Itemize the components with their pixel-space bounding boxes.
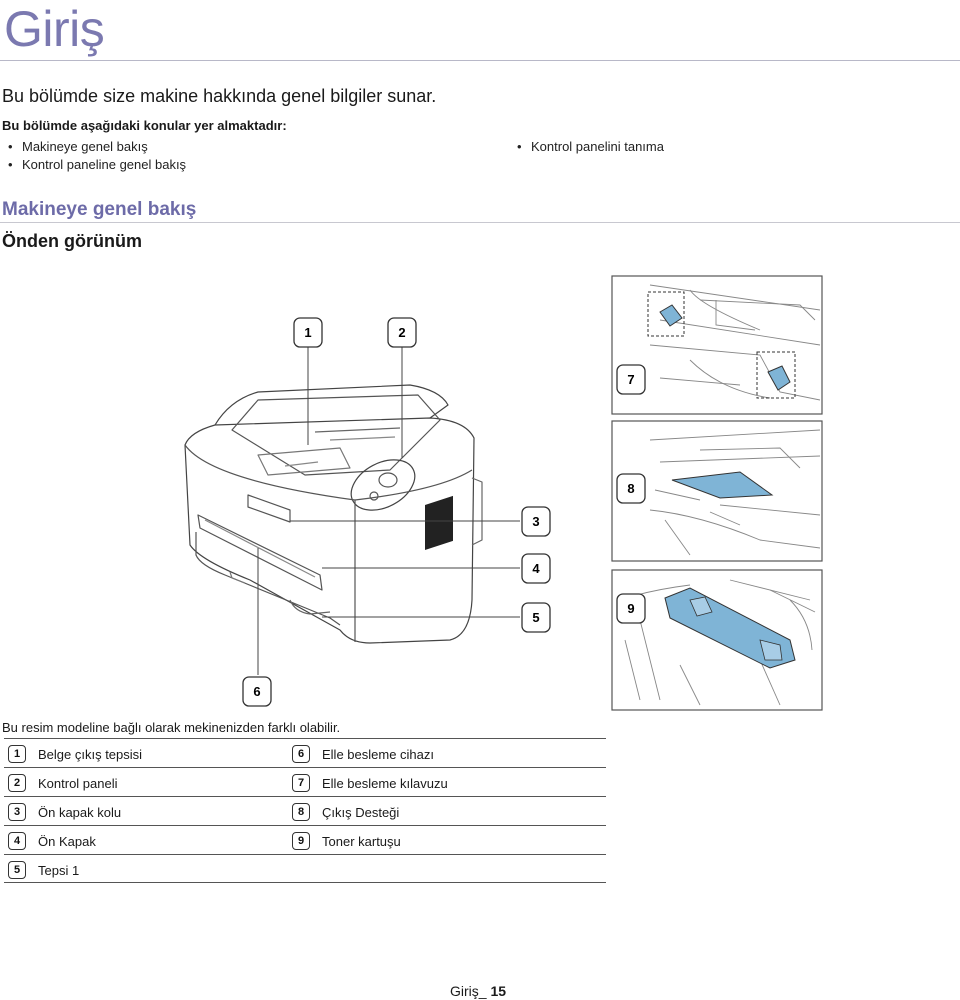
callout-1: 1 (293, 317, 323, 348)
svg-text:9: 9 (627, 601, 634, 616)
tray-1 (195, 532, 341, 626)
svg-text:3: 3 (532, 514, 539, 529)
svg-text:7: 7 (627, 372, 634, 387)
callout-5: 5 (521, 602, 551, 633)
detail-box-output-support (611, 420, 823, 562)
legend-row: 2 Kontrol paneli 7 Elle besleme kılavuzu (4, 767, 606, 796)
callout-4: 4 (521, 553, 551, 584)
legend-number: 7 (292, 774, 310, 792)
legend-label: Kontrol paneli (38, 775, 118, 791)
svg-text:8: 8 (627, 481, 634, 496)
legend-label: Ön Kapak (38, 833, 96, 849)
printer-front-view-illustration: 1 2 3 4 5 6 7 8 9 (184, 275, 823, 711)
control-panel (350, 459, 416, 511)
printer-body (184, 417, 475, 644)
legend-number: 4 (8, 832, 26, 850)
title-divider (0, 60, 960, 61)
section-subtitle: Önden görünüm (2, 231, 142, 251)
toc-item[interactable]: Kontrol paneline genel bakış (8, 157, 186, 172)
manual-feeder (197, 514, 323, 591)
callout-6: 6 (242, 676, 272, 707)
callout-9: 9 (616, 593, 646, 624)
legend-label: Toner kartuşu (322, 833, 401, 849)
legend-label: Elle besleme cihazı (322, 746, 434, 762)
legend-row: 5 Tepsi 1 (4, 854, 606, 883)
legend-number: 8 (292, 803, 310, 821)
legend-label: Tepsi 1 (38, 862, 80, 878)
legend-label: Elle besleme kılavuzu (322, 775, 448, 791)
detail-box-manual-guide (611, 275, 823, 415)
callout-3: 3 (521, 506, 551, 537)
legend-label: Çıkış Desteği (322, 804, 400, 820)
detail-box-toner-cartridge (611, 569, 823, 711)
toc-label: Bu bölümde aşağıdaki konular yer almakta… (2, 118, 287, 133)
legend-number: 2 (8, 774, 26, 792)
svg-text:4: 4 (532, 561, 540, 576)
page-footer: Giriş_ 15 (450, 983, 506, 999)
svg-text:1: 1 (304, 325, 311, 340)
figure-note: Bu resim modeline bağlı olarak mekineniz… (2, 720, 341, 735)
section-divider (0, 222, 960, 223)
output-tray (231, 394, 441, 476)
legend-table: 1 Belge çıkış tepsisi 6 Elle besleme cihaz… (4, 738, 606, 883)
intro-text: Bu bölümde size makine hakkında genel bi… (2, 86, 437, 106)
toc-item[interactable]: Makineye genel bakış (8, 139, 148, 154)
callout-8: 8 (616, 473, 646, 504)
callout-7: 7 (616, 364, 646, 395)
svg-text:2: 2 (398, 325, 405, 340)
toc-item[interactable]: Kontrol panelini tanıma (517, 139, 664, 154)
legend-number: 5 (8, 861, 26, 879)
page-title: Giriş (4, 1, 105, 57)
front-cover-handle (247, 494, 291, 523)
legend-number: 1 (8, 745, 26, 763)
section-title: Makineye genel bakış (2, 199, 197, 220)
legend-number: 6 (292, 745, 310, 763)
footer-chapter: Giriş_ (450, 983, 487, 999)
legend-label: Ön kapak kolu (38, 804, 122, 820)
printer-top (214, 384, 449, 426)
legend-label: Belge çıkış tepsisi (38, 746, 143, 762)
legend-row: 1 Belge çıkış tepsisi 6 Elle besleme cihaz… (4, 738, 606, 767)
callout-2: 2 (387, 317, 417, 348)
legend-row: 3 Ön kapak kolu 8 Çıkış Desteği (4, 796, 606, 825)
page-number: 15 (490, 983, 507, 999)
svg-text:6: 6 (253, 684, 260, 699)
legend-row: 4 Ön Kapak 9 Toner kartuşu (4, 825, 606, 854)
legend-number: 3 (8, 803, 26, 821)
legend-number: 9 (292, 832, 310, 850)
vent-grille (425, 495, 453, 550)
svg-text:5: 5 (532, 610, 539, 625)
